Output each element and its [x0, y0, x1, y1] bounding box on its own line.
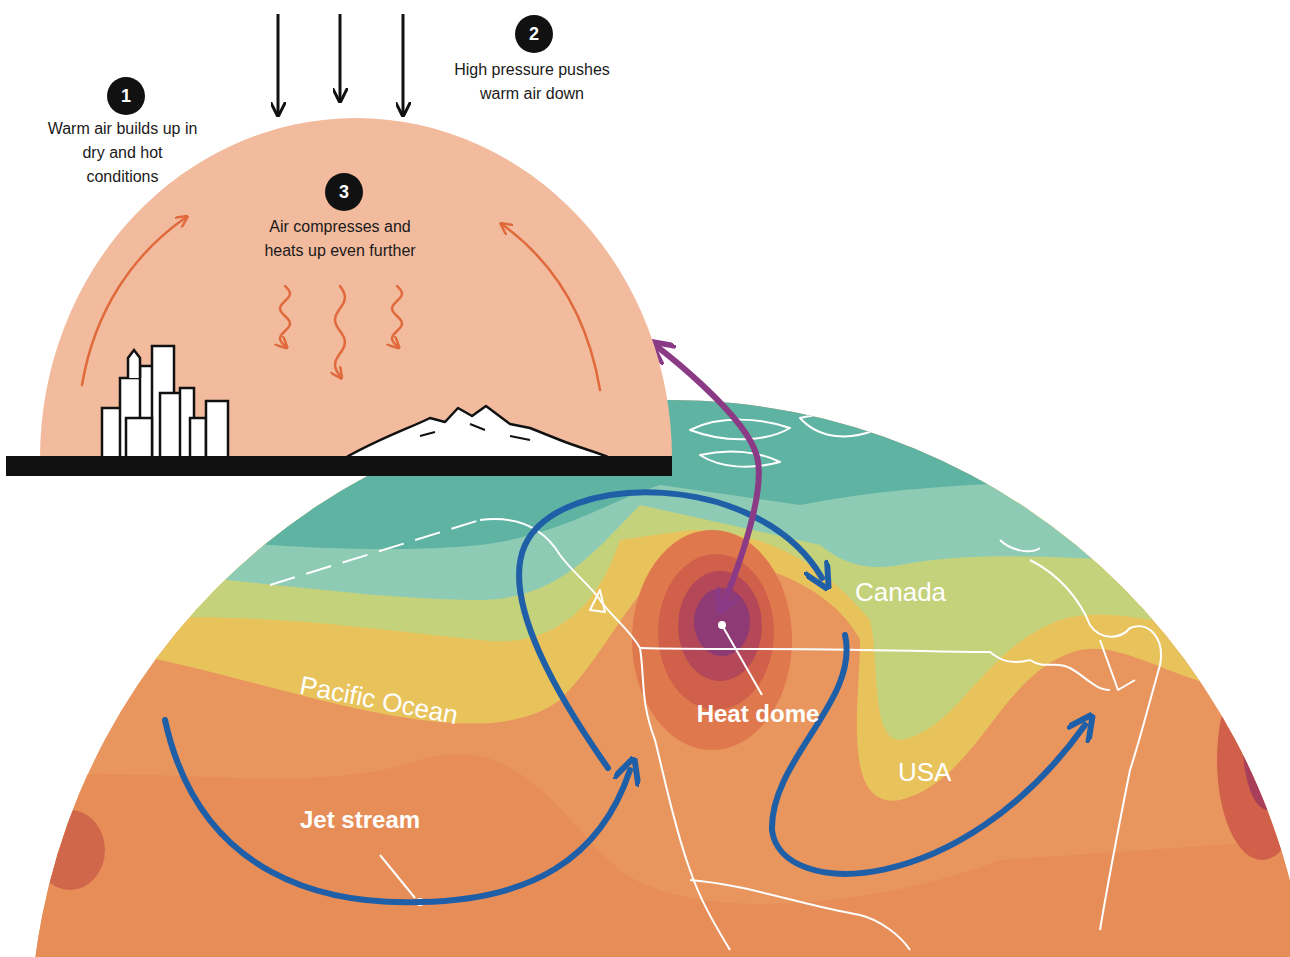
callout-number: 2High pressure pushes warm air down [515, 15, 553, 53]
heat-dome-marker: Heat dome [704, 607, 740, 643]
country-label: USA [898, 757, 951, 788]
connector-arrow [656, 346, 759, 607]
callout-number: 2 [515, 15, 553, 53]
map-label: Heat dome [688, 700, 828, 728]
country-label: Canada [855, 577, 946, 608]
callout-label: Jet stream [300, 806, 420, 834]
heat-dome-illustration: Air compresses and heats up even further… [40, 118, 672, 458]
step-caption: High pressure pushes warm air down [437, 58, 627, 106]
step-caption: Air compresses and heats up even further [250, 215, 430, 263]
callout-number: 3 [325, 173, 363, 211]
callout-number: 1Warm air builds up in dry and hot condi… [107, 77, 145, 115]
jet-stream [165, 492, 1085, 902]
globe-map [0, 380, 1290, 957]
dome-shape [40, 118, 672, 458]
callout-number: 1 [107, 77, 145, 115]
pressure-arrows [278, 14, 403, 114]
callout-number: 3 [325, 173, 363, 211]
